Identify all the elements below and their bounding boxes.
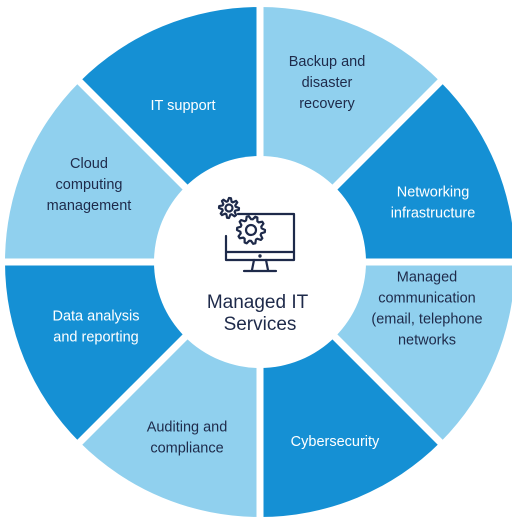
segment-auditing bbox=[79, 317, 260, 517]
segment-label-data-analysis: Data analysis and reporting bbox=[52, 309, 139, 346]
segment-label-line: compliance bbox=[150, 441, 223, 457]
segment-label-line: Backup and bbox=[289, 54, 366, 70]
segment-label-cybersecurity: Cybersecurity bbox=[291, 434, 380, 450]
segment-label-line: Cloud bbox=[70, 156, 108, 172]
wheel-segments bbox=[3, 5, 512, 518]
segment-label-line: disaster bbox=[302, 75, 353, 91]
segment-label-line: Data analysis bbox=[52, 309, 139, 325]
segment-label-networking: Networking infrastructure bbox=[391, 185, 476, 222]
segment-cybersecurity bbox=[260, 317, 441, 517]
segment-label-line: Auditing and bbox=[147, 420, 228, 436]
segment-communication bbox=[315, 262, 512, 443]
segment-label-line: and reporting bbox=[53, 330, 138, 346]
small-gear-icon bbox=[217, 196, 241, 220]
segment-label-line: infrastructure bbox=[391, 206, 476, 222]
large-gear-icon bbox=[235, 215, 267, 245]
segment-label-backup: Backup and disaster recovery bbox=[289, 54, 366, 112]
segment-divider bbox=[311, 313, 445, 447]
segment-data-analysis bbox=[5, 262, 205, 443]
segment-label-line: communication bbox=[378, 291, 476, 307]
segment-divider bbox=[311, 77, 445, 211]
segment-backup bbox=[260, 7, 441, 207]
center-title: Managed IT Services bbox=[207, 292, 313, 335]
gear-hub bbox=[224, 203, 234, 213]
segment-label-cloud: Cloud computing management bbox=[47, 156, 132, 214]
segment-it-support bbox=[79, 7, 260, 207]
center-title-line-2: Services bbox=[224, 314, 297, 335]
segment-label-communication: Managed communication (email, telephone net… bbox=[371, 270, 482, 349]
segment-label-line: (email, telephone bbox=[371, 312, 482, 328]
gears-monitor-icon bbox=[217, 196, 296, 273]
center-circle bbox=[154, 156, 366, 368]
segment-label-auditing: Auditing and compliance bbox=[147, 420, 228, 457]
segment-label-line: Managed bbox=[397, 270, 457, 286]
segment-label-line: management bbox=[47, 198, 132, 214]
segment-label-line: IT support bbox=[150, 98, 215, 114]
segment-label-line: recovery bbox=[299, 96, 355, 112]
segment-label-it-support: IT support bbox=[150, 98, 215, 114]
segment-networking bbox=[315, 81, 512, 262]
gear-outline bbox=[235, 215, 267, 245]
segment-label-line: computing bbox=[56, 177, 123, 193]
gear-hub bbox=[244, 223, 258, 237]
segment-label-line: Cybersecurity bbox=[291, 434, 380, 450]
segment-divider bbox=[75, 77, 209, 211]
segment-cloud bbox=[5, 81, 205, 262]
segment-label-line: networks bbox=[398, 333, 456, 349]
segment-label-line: Networking bbox=[397, 185, 470, 201]
gear-outline bbox=[217, 196, 241, 220]
segment-divider bbox=[75, 313, 209, 447]
center-title-line-1: Managed IT bbox=[207, 292, 309, 313]
